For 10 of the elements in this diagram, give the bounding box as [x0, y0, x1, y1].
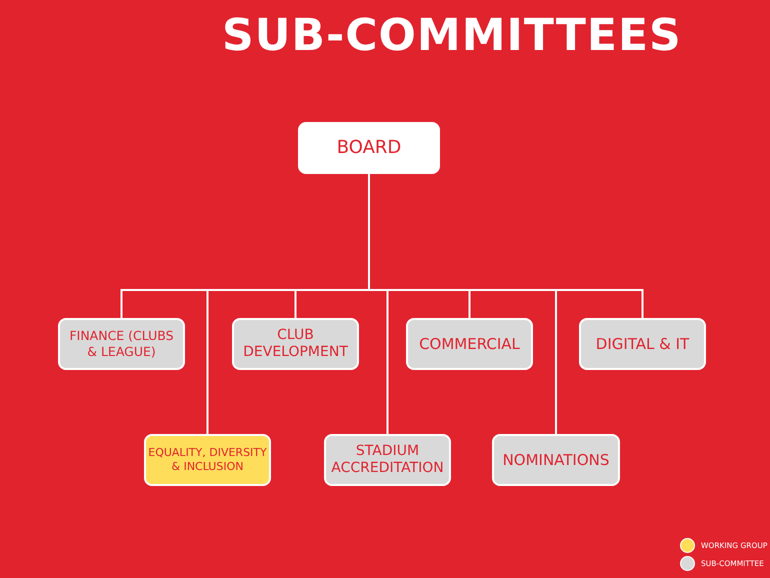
committee-box: CLUB DEVELOPMENT [232, 318, 359, 370]
board-box: BOARD [298, 122, 440, 174]
connector-line [368, 174, 644, 318]
committee-box: STADIUM ACCREDITATION [324, 434, 451, 486]
committee-box: COMMERCIAL [406, 318, 533, 370]
committee-box: FINANCE (CLUBS & LEAGUE) [58, 318, 185, 370]
committee-box: NOMINATIONS [492, 434, 620, 486]
title: SUB-COMMITTEES [222, 10, 682, 61]
committee-box: DIGITAL & IT [579, 318, 706, 370]
committee-box: EQUALITY, DIVERSITY & INCLUSION [144, 434, 271, 486]
